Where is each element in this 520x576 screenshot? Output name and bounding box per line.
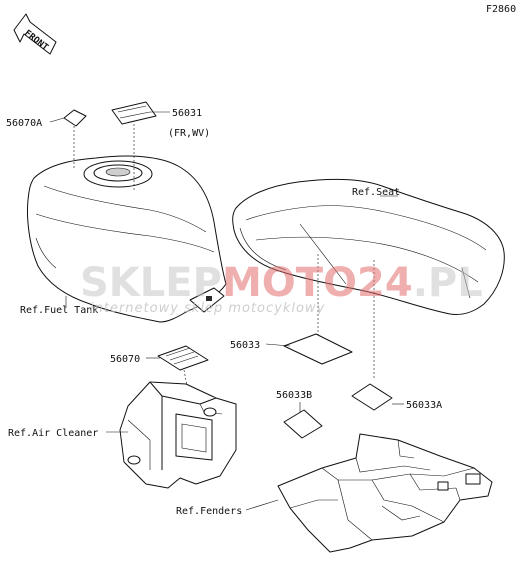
part-56033b: 56033B	[276, 390, 312, 401]
rear-fender	[245, 433, 493, 553]
part-56031-note: (FR,WV)	[168, 128, 210, 139]
figure-id: F2860	[486, 4, 516, 15]
label-56033b: 56033B	[276, 390, 323, 439]
watermark-brand-b: MOTO	[222, 260, 357, 306]
label-56070a: 56070A	[6, 109, 87, 170]
ref-seat: Ref.Seat	[352, 187, 400, 198]
part-56070a: 56070A	[6, 118, 42, 129]
watermark-brand-d: .PL	[413, 260, 483, 306]
fuel-tank	[27, 155, 227, 323]
ref-fuel-tank: Ref.Fuel Tank	[20, 305, 98, 316]
ref-air-cleaner: Ref.Air Cleaner	[8, 428, 98, 439]
front-arrow-icon: FRONT	[13, 13, 57, 55]
ref-fenders: Ref.Fenders	[176, 506, 242, 517]
part-56031: 56031	[172, 108, 202, 119]
watermark-tagline: internetowy sklep motocyklowy	[90, 301, 325, 316]
label-56033: 56033	[230, 333, 353, 365]
air-cleaner	[106, 381, 237, 489]
watermark: SKLEPMOTO24.PL internetowy sklep motocyk…	[80, 260, 483, 316]
label-56031: 56031 (FR,WV)	[111, 101, 210, 190]
label-56070: 56070	[110, 345, 209, 403]
watermark-brand-c: 24	[357, 260, 413, 306]
part-56070: 56070	[110, 354, 140, 365]
part-56033: 56033	[230, 340, 260, 351]
label-56033a: 56033A	[351, 383, 442, 411]
watermark-brand-a: SKLEP	[80, 260, 222, 306]
watermark-brand: SKLEPMOTO24.PL	[80, 260, 483, 306]
part-56033a: 56033A	[406, 400, 442, 411]
seat	[232, 178, 505, 378]
